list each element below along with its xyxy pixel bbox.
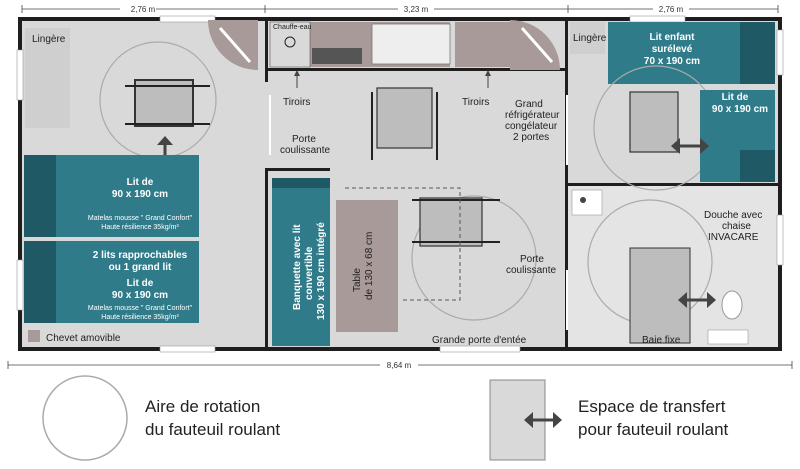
fridge-label-3: congélateur <box>505 121 558 132</box>
bath-sink <box>571 189 603 216</box>
bed-2-title-1: 2 lits rapprochables <box>93 250 188 261</box>
legend-transfer-1: Espace de transfert <box>578 397 726 416</box>
shower-label-2: chaise <box>722 221 751 232</box>
legend-transfer-arrow-icon <box>524 412 562 428</box>
tiroirs-left-label: Tiroirs <box>283 97 310 108</box>
dim-total: 8,64 m <box>387 361 412 370</box>
shower-label-1: Douche avec <box>704 210 762 221</box>
baie-fixe-label: Baie fixe <box>642 335 681 346</box>
banquette <box>272 178 330 346</box>
transfer-arrow-bath-icon <box>678 292 716 308</box>
bed-right-title: Lit de <box>722 92 749 103</box>
wheelchair-right-icon <box>629 91 679 153</box>
cooktop <box>312 48 362 64</box>
chevet <box>28 330 40 342</box>
wheelchair-kitchen-icon <box>376 87 433 149</box>
legend-rotation-2: du fauteuil roulant <box>145 420 280 439</box>
lingere-left <box>25 28 70 128</box>
chauffe-eau-icon <box>284 36 296 48</box>
bed-2-note-1: Matelas mousse " Grand Confort" <box>88 305 193 312</box>
wheelchair-living-icon <box>419 197 483 247</box>
living-porte-2: coulissante <box>506 265 556 276</box>
transfer-space-bath <box>629 247 691 344</box>
bed-right-size: 90 x 190 cm <box>712 104 768 115</box>
lingere-left-label: Lingère <box>32 34 66 45</box>
table-label-2: de 130 x 68 cm <box>364 232 375 300</box>
child-bed-label-3: 70 x 190 cm <box>644 56 700 67</box>
wheelchair-icon <box>125 79 210 127</box>
legend-rotation-icon <box>42 375 128 461</box>
chauffe-eau-label: Chauffe-eau <box>273 24 312 31</box>
dim-top-mid: 3,23 m <box>404 5 429 14</box>
bed-2-pillow <box>24 241 56 323</box>
bed-2-title-2: ou 1 grand lit <box>109 262 172 273</box>
banquette-label-2: convertible <box>304 246 315 300</box>
fridge-label-1: Grand <box>515 99 543 110</box>
fridge-label-2: réfrigérateur <box>505 110 560 121</box>
toilet-icon <box>721 290 743 320</box>
kitchen-porte-1: Porte <box>292 134 316 145</box>
wardrobe-door-icon <box>218 27 252 63</box>
outer-walls <box>18 17 782 351</box>
kitchen-porte-2: coulissante <box>280 145 330 156</box>
bed-1-note-2: Haute résilience 35kg/m³ <box>101 224 179 231</box>
bed-2-title-3: Lit de <box>127 278 154 289</box>
shower-label-3: INVACARE <box>708 232 759 243</box>
tiroirs-right-label: Tiroirs <box>462 97 489 108</box>
kitchen-counter-right <box>455 22 510 67</box>
transfer-arrow-right-icon <box>671 138 709 154</box>
dim-top-left: 2,76 m <box>131 5 156 14</box>
entry-door-label: Grande porte d'entée <box>432 335 527 346</box>
chevet-label: Chevet amovible <box>46 333 121 344</box>
bed-2-note-2: Haute résilience 35kg/m³ <box>101 314 179 321</box>
banquette-label-3: 130 x 190 cm intégré <box>316 222 327 320</box>
bed-1-note-1: Matelas mousse " Grand Confort" <box>88 215 193 222</box>
living-porte-1: Porte <box>520 254 544 265</box>
fridge-door-icon <box>520 27 554 63</box>
lingere-right-label: Lingère <box>573 33 607 44</box>
lingere-right <box>570 22 605 54</box>
child-bed-label-2: surélevé <box>652 44 693 55</box>
rotation-circle-living <box>411 195 537 321</box>
dim-top-right: 2,76 m <box>659 5 684 14</box>
banquette-label-1: Banquette avec lit <box>292 224 303 310</box>
legend-rotation-1: Aire de rotation <box>145 397 260 416</box>
chauffe-eau-box <box>269 21 311 68</box>
interior-walls <box>265 19 778 349</box>
bed-1-title: Lit de <box>127 177 154 188</box>
child-bed-label-1: Lit enfant <box>650 32 696 43</box>
table-label-1: Table <box>352 268 363 292</box>
bed-1-size: 90 x 190 cm <box>112 189 168 200</box>
bed-2-size: 90 x 190 cm <box>112 290 168 301</box>
table <box>336 200 398 332</box>
legend-transfer-2: pour fauteuil roulant <box>578 420 729 439</box>
sink <box>371 23 451 65</box>
bed-1-pillow <box>24 155 56 237</box>
windows <box>16 15 784 353</box>
fridge-label-4: 2 portes <box>513 132 549 143</box>
